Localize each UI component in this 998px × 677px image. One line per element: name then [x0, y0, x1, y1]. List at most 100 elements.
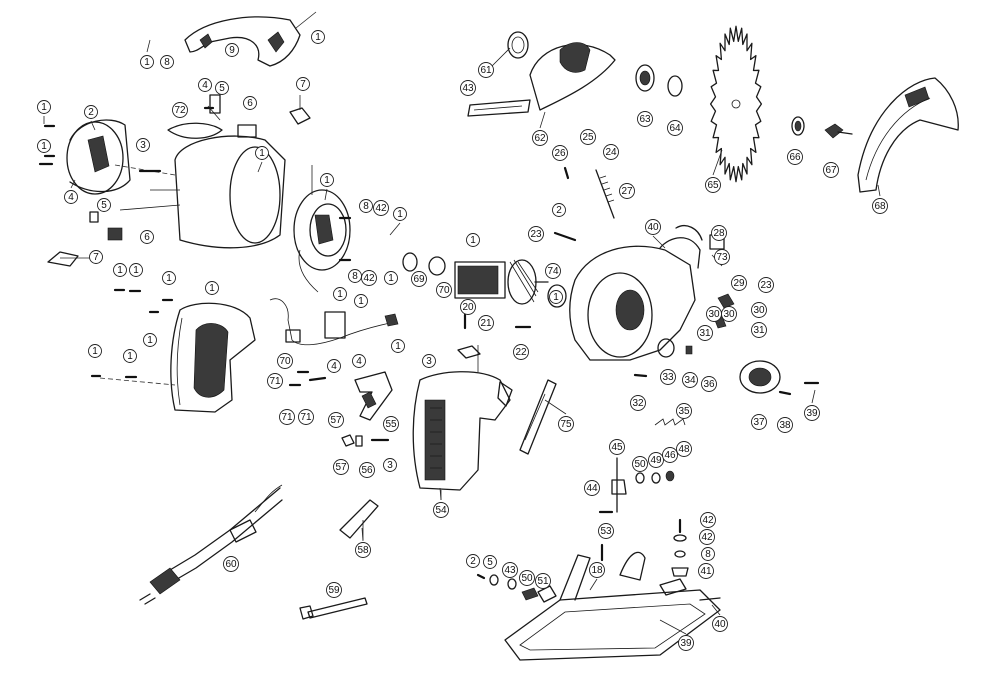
part-callout: 39: [678, 635, 694, 651]
callout-number: 31: [699, 328, 711, 339]
callout-circle: [619, 183, 635, 199]
callout-circle: [267, 373, 283, 389]
callout-number: 59: [328, 585, 340, 596]
callout-number: 24: [605, 147, 617, 158]
callout-number: 40: [714, 619, 726, 630]
callout-number: 74: [547, 266, 559, 277]
callout-number: 1: [209, 283, 215, 294]
motor-housing: [119, 94, 311, 249]
callout-number: 39: [680, 638, 692, 649]
callout-circle: [296, 77, 310, 91]
callout-circle: [483, 555, 497, 569]
callout-number: 30: [708, 309, 720, 320]
callout-number: 57: [330, 415, 342, 426]
part-callout: 1: [255, 146, 269, 160]
part-callout: 32: [630, 395, 646, 411]
part-callout: 3: [422, 354, 436, 368]
callout-number: 1: [147, 335, 153, 346]
part-callout: 71: [279, 409, 295, 425]
part-callout: 35: [676, 403, 692, 419]
callout-number: 18: [591, 565, 603, 576]
callout-circle: [326, 582, 342, 598]
callout-number: 45: [611, 442, 623, 453]
callout-number: 39: [806, 408, 818, 419]
callout-number: 4: [68, 192, 74, 203]
callout-circle: [676, 403, 692, 419]
part-callout: 44: [584, 480, 600, 496]
part-callout: 20: [460, 299, 476, 315]
callout-number: 2: [470, 556, 476, 567]
part-callout: 5: [97, 198, 111, 212]
callout-number: 46: [664, 450, 676, 461]
base-hardware-stack: [671, 518, 689, 577]
callout-circle: [298, 409, 314, 425]
motor-end-cap: [38, 119, 176, 195]
callout-circle: [751, 322, 767, 338]
callout-circle: [466, 233, 480, 247]
callout-number: 1: [41, 102, 47, 113]
callout-circle: [359, 199, 373, 213]
part-callout: 59: [326, 582, 342, 598]
callout-circle: [558, 416, 574, 432]
blade-bolt: [791, 116, 853, 139]
part-callout: 40: [645, 219, 661, 235]
callout-number: 4: [202, 80, 208, 91]
part-callout: 8: [348, 269, 362, 283]
callout-number: 6: [247, 98, 253, 109]
part-callout: 4: [352, 354, 366, 368]
part-callout: 2: [84, 105, 98, 119]
part-callout: 57: [328, 412, 344, 428]
callout-number: 1: [337, 289, 343, 300]
callout-number: 25: [582, 132, 594, 143]
callout-circle: [436, 282, 452, 298]
callout-circle: [701, 547, 715, 561]
part-callout: 53: [598, 523, 614, 539]
callout-circle: [528, 226, 544, 242]
part-callout: 46: [662, 447, 678, 463]
callout-circle: [460, 299, 476, 315]
callout-number: 1: [166, 273, 172, 284]
part-callout: 50: [519, 570, 535, 586]
callout-number: 61: [480, 65, 492, 76]
part-callout: 8: [160, 55, 174, 69]
callout-circle: [333, 287, 347, 301]
callout-number: 54: [435, 505, 447, 516]
handle-right-half: [412, 345, 513, 500]
callout-circle: [391, 339, 405, 353]
leader-lines: [43, 39, 881, 635]
callout-number: 71: [269, 376, 281, 387]
callout-number: 73: [716, 252, 728, 263]
part-callout: 1: [333, 287, 347, 301]
callout-number: 9: [229, 45, 235, 56]
callout-number: 43: [462, 83, 474, 94]
callout-circle: [731, 275, 747, 291]
callout-circle: [552, 203, 566, 217]
callout-circle: [172, 102, 188, 118]
callout-circle: [549, 290, 563, 304]
callout-circle: [552, 145, 568, 161]
part-callout: 66: [787, 149, 803, 165]
part-callout: 23: [758, 277, 774, 293]
part-callout: 48: [676, 441, 692, 457]
callout-number: 50: [634, 459, 646, 470]
callout-circle: [411, 271, 427, 287]
part-callout: 41: [698, 563, 714, 579]
callout-circle: [535, 573, 551, 589]
part-callout: 57: [333, 459, 349, 475]
callout-number: 65: [707, 180, 719, 191]
part-callout: 69: [411, 271, 427, 287]
depth-adjust-hardware: [598, 457, 675, 514]
callout-number: 5: [219, 83, 225, 94]
part-callout: 55: [383, 416, 399, 432]
callout-number: 1: [388, 273, 394, 284]
part-callout: 4: [198, 78, 212, 92]
part-callout: 42: [361, 270, 377, 286]
callout-number: 21: [480, 318, 492, 329]
callout-circle: [632, 456, 648, 472]
part-callout: 27: [619, 183, 635, 199]
callout-number: 36: [703, 379, 715, 390]
callout-circle: [37, 100, 51, 114]
callout-number: 38: [779, 420, 791, 431]
